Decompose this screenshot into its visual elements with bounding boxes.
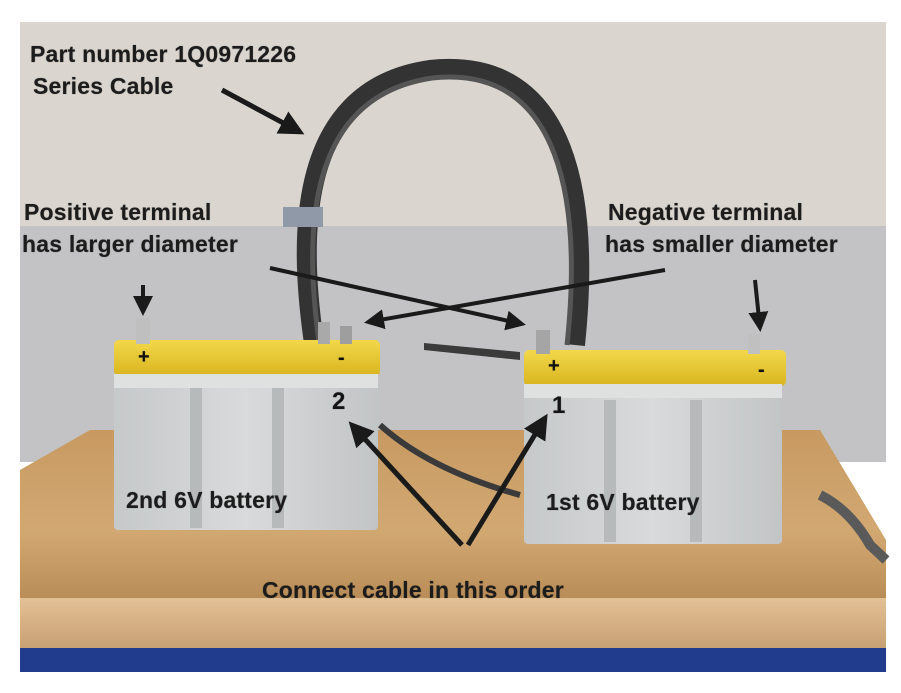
cable-label	[283, 207, 323, 227]
battery-right-groove	[690, 400, 702, 542]
series-cable-highlight	[310, 74, 574, 351]
plus-sign-left: +	[138, 346, 150, 368]
battery-left-cap	[114, 340, 380, 376]
smaller-diameter-label: has smaller diameter	[605, 231, 838, 257]
arrow-smaller-diameter	[364, 268, 666, 330]
battery-left-label: 2nd 6V battery	[126, 487, 288, 513]
series-cable-label: Series Cable	[33, 73, 174, 99]
arrow-part-number	[220, 87, 305, 135]
battery-right-body	[524, 372, 782, 544]
battery-left-body	[114, 360, 378, 530]
order-number-1: 1	[552, 392, 566, 419]
arrow-negative-terminal	[748, 279, 769, 332]
wrench	[424, 343, 520, 360]
larger-diameter-label: has larger diameter	[22, 231, 239, 257]
battery-right-pos-terminal	[536, 330, 550, 354]
plus-sign-right: +	[548, 355, 560, 377]
part-number-label: Part number 1Q0971226	[30, 41, 297, 67]
battery-right-collar	[524, 384, 782, 398]
battery-right-groove	[604, 400, 616, 542]
battery-right-cap	[524, 350, 786, 386]
battery-left-terminal	[340, 326, 352, 344]
side-cable	[817, 490, 890, 564]
negative-terminal-label: Negative terminal	[608, 199, 804, 225]
wall-upper	[20, 22, 886, 227]
battery-right-neg-terminal	[748, 334, 760, 354]
minus-sign-right: -	[758, 359, 765, 381]
battery-left-groove	[190, 388, 202, 528]
positive-terminal-label: Positive terminal	[24, 199, 212, 225]
arrow-order-2	[348, 421, 464, 547]
connect-order-label: Connect cable in this order	[262, 577, 564, 603]
order-number-2: 2	[332, 388, 346, 415]
minus-sign-left: -	[338, 347, 345, 369]
battery-left-collar	[114, 374, 378, 388]
battery-left-groove	[272, 388, 284, 528]
battery-left-neg-terminal	[318, 322, 330, 344]
series-cable	[296, 58, 590, 352]
table-edge	[20, 598, 886, 650]
battery-right-label: 1st 6V battery	[546, 489, 700, 515]
arrow-order-1	[465, 413, 548, 547]
blue-band	[20, 648, 886, 672]
arrow-larger-diameter	[269, 266, 526, 331]
battery-left-pos-terminal	[136, 318, 150, 344]
